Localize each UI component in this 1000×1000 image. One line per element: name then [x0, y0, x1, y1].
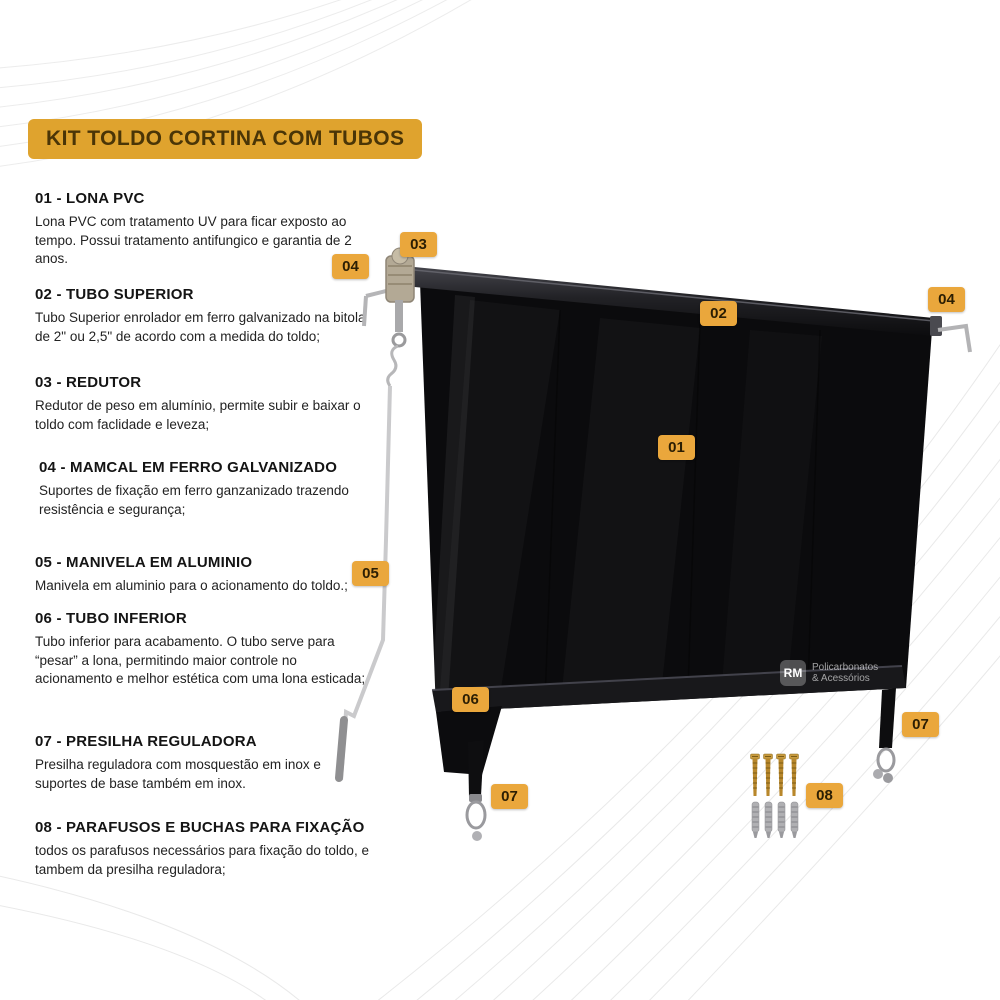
section-04-mamcal: 04 - MAMCAL EM FERRO GALVANIZADO Suporte…	[35, 459, 375, 519]
badge-02: 02	[700, 301, 737, 326]
section-heading: 07 - PRESILHA REGULADORA	[35, 733, 257, 750]
right-clip	[873, 688, 896, 783]
brand-name-line1: Policarbonatos	[812, 661, 879, 673]
brand-name-line2: & Acessórios	[812, 673, 870, 684]
lona-pvc	[420, 282, 932, 712]
badge-04-left: 04	[332, 254, 369, 279]
section-01-lona-pvc: 01 - LONA PVC Lona PVC com tratamento UV…	[35, 190, 375, 269]
badge-07-right: 07	[902, 712, 939, 737]
section-body: Manivela em aluminio para o acionamento …	[35, 578, 348, 593]
screws-and-plugs	[750, 753, 799, 839]
badge-07-left: 07	[491, 784, 528, 809]
badge-01: 01	[658, 435, 695, 460]
section-heading: 06 - TUBO INFERIOR	[35, 610, 187, 627]
brand-watermark: RM Policarbonatos & Acessórios	[780, 660, 878, 686]
badge-08: 08	[806, 783, 843, 808]
brand-logo: RM	[780, 660, 806, 686]
section-08-parafusos: 08 - PARAFUSOS E BUCHAS PARA FIXAÇÃO tod…	[35, 819, 375, 879]
left-clip	[465, 740, 487, 841]
section-05-manivela: 05 - MANIVELA EM ALUMINIO Manivela em al…	[35, 554, 375, 596]
section-body: Presilha reguladora com mosquestão em in…	[35, 757, 321, 791]
section-02-tubo-superior: 02 - TUBO SUPERIOR Tubo Superior enrolad…	[35, 286, 375, 346]
section-07-presilha: 07 - PRESILHA REGULADORA Presilha regula…	[35, 733, 375, 793]
section-body: Suportes de fixação em ferro ganzanizado…	[39, 483, 349, 517]
roller-tube	[403, 266, 942, 336]
section-heading: 04 - MAMCAL EM FERRO GALVANIZADO	[39, 459, 338, 476]
section-03-redutor: 03 - REDUTOR Redutor de peso em alumínio…	[35, 374, 375, 434]
section-body: Redutor de peso em alumínio, permite sub…	[35, 398, 361, 432]
badge-05: 05	[352, 561, 389, 586]
mounting-bracket-right	[937, 323, 972, 353]
badge-06: 06	[452, 687, 489, 712]
badge-03: 03	[400, 232, 437, 257]
section-heading: 01 - LONA PVC	[35, 190, 145, 207]
page-title: KIT TOLDO CORTINA COM TUBOS	[28, 119, 423, 159]
section-06-tubo-inferior: 06 - TUBO INFERIOR Tubo inferior para ac…	[35, 610, 375, 689]
section-heading: 05 - MANIVELA EM ALUMINIO	[35, 554, 253, 571]
badge-04-right: 04	[928, 287, 965, 312]
section-body: Tubo Superior enrolador em ferro galvani…	[35, 310, 366, 344]
section-heading: 08 - PARAFUSOS E BUCHAS PARA FIXAÇÃO	[35, 819, 365, 836]
section-heading: 02 - TUBO SUPERIOR	[35, 286, 194, 303]
section-body: Lona PVC com tratamento UV para ficar ex…	[35, 214, 352, 267]
section-heading: 03 - REDUTOR	[35, 374, 142, 391]
section-body: Tubo inferior para acabamento. O tubo se…	[35, 634, 366, 687]
section-body: todos os parafusos necessários para fixa…	[35, 843, 369, 877]
